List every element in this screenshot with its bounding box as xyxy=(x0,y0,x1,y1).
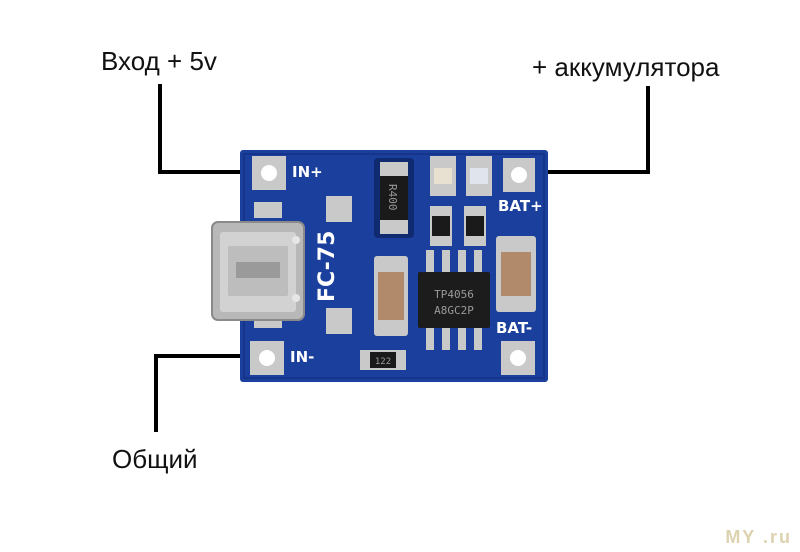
resistor-marking: R400 xyxy=(386,184,399,211)
label-in-plus: IN+ xyxy=(292,163,323,181)
ic-marking-line1: TP4056 xyxy=(434,288,474,301)
lead-line-common xyxy=(154,354,265,432)
ic-marking-line2: A8GC2P xyxy=(434,304,474,317)
micro-usb-connector xyxy=(211,202,305,328)
label-in-minus: IN- xyxy=(290,348,314,366)
label-model: FC-75 xyxy=(315,231,340,302)
led-blue xyxy=(466,156,492,196)
resistor-122 xyxy=(360,350,406,370)
resistor-small-marking: 122 xyxy=(375,357,391,367)
pad-bat-plus xyxy=(503,158,535,192)
resistor-small xyxy=(464,206,486,246)
capacitor-right xyxy=(496,236,536,312)
resistor-small xyxy=(430,206,452,246)
led-red xyxy=(430,156,456,196)
resistor-r400 xyxy=(374,158,414,238)
callout-battery-plus: + аккумулятора xyxy=(532,52,720,82)
pad-in-minus xyxy=(250,341,284,375)
callout-input-plus: Вход + 5v xyxy=(101,46,217,76)
ic-tp4056 xyxy=(418,250,490,350)
lead-line-input-plus xyxy=(158,84,262,174)
pad-in-plus xyxy=(252,156,286,190)
label-bat-plus: BAT+ xyxy=(498,197,543,215)
smd-pad xyxy=(326,196,352,222)
pad-bat-minus xyxy=(501,341,535,375)
callout-common: Общий xyxy=(112,444,198,474)
capacitor-left xyxy=(374,256,408,336)
label-bat-minus: BAT- xyxy=(496,319,532,337)
lead-line-battery-plus xyxy=(520,86,650,174)
smd-pad xyxy=(326,308,352,334)
watermark: MY .ru xyxy=(725,527,792,547)
